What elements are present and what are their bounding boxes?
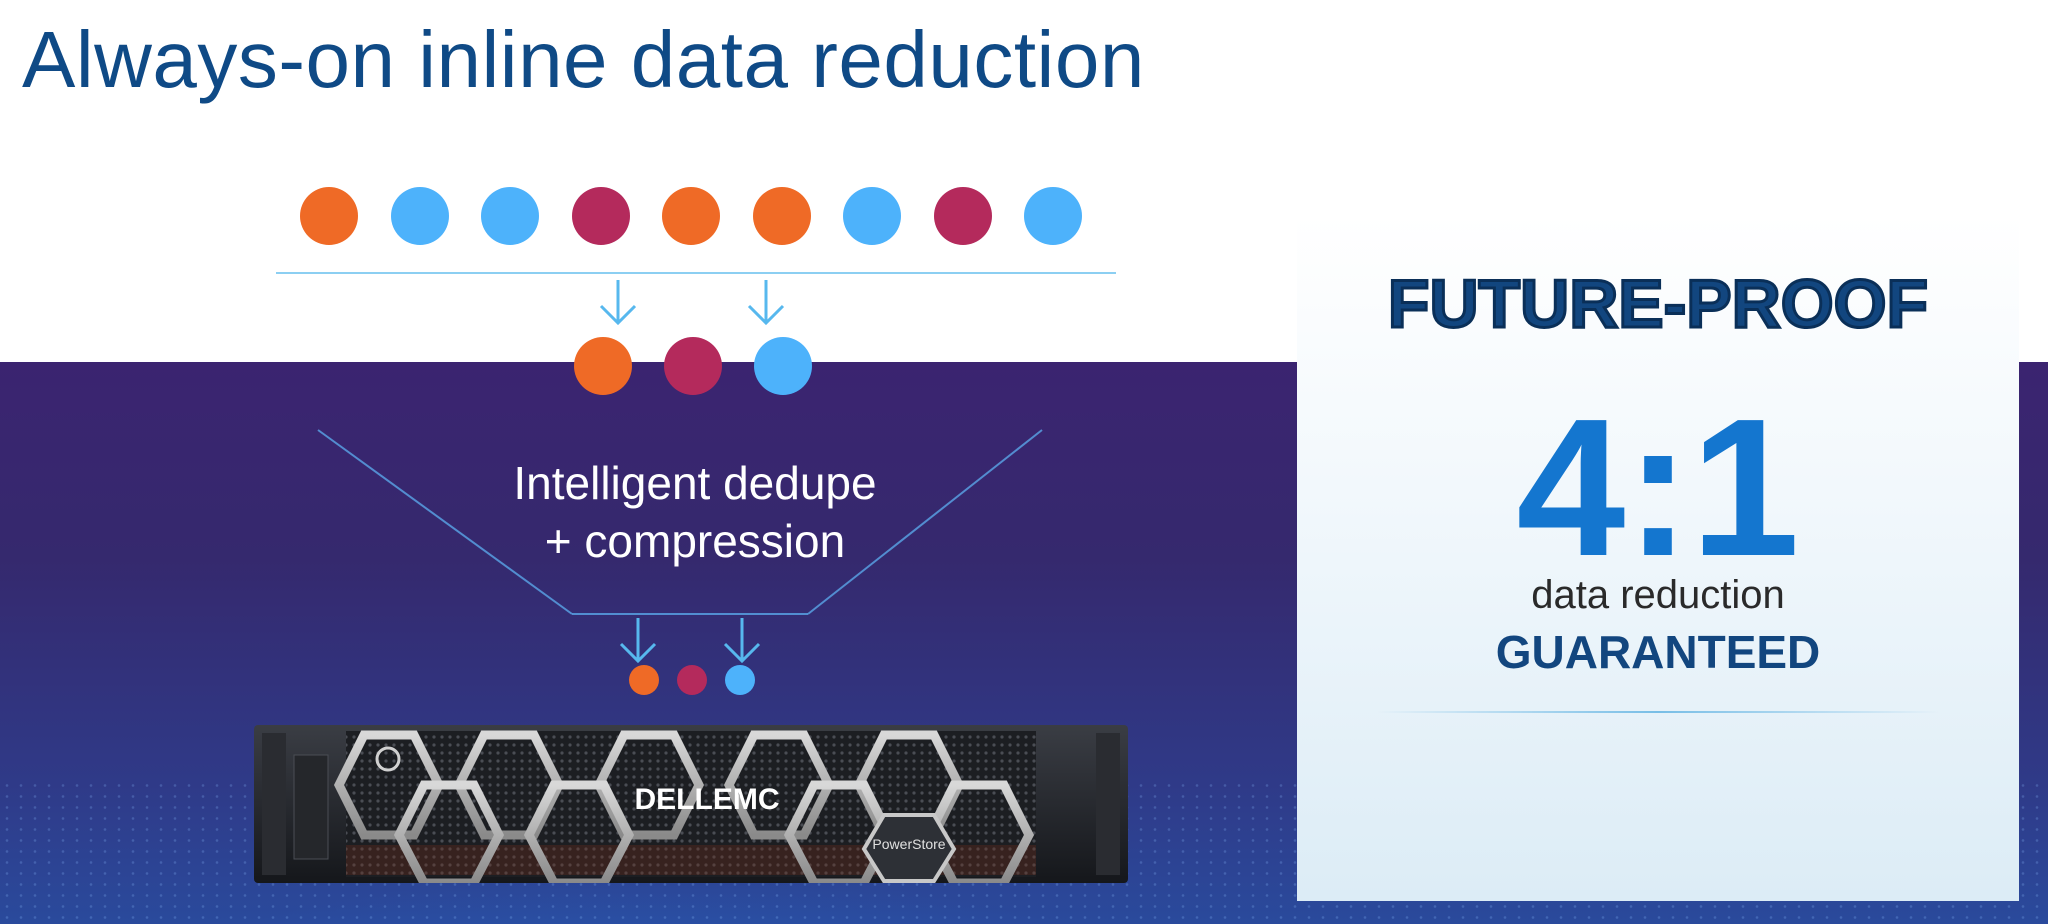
compressed-block-blue [725, 665, 755, 695]
slide-title: Always-on inline data reduction [22, 15, 1145, 104]
powerstore-appliance: DELLEMC PowerStore [254, 725, 1128, 883]
input-block-orange [300, 187, 358, 245]
appliance-brand: DELLEMC [635, 783, 780, 816]
reduction-ratio: 4:1 [1516, 378, 1800, 597]
arrow-down-icon [599, 280, 637, 326]
deduped-block-blue [754, 337, 812, 395]
arrow-down-icon [619, 618, 657, 664]
appliance-model: PowerStore [872, 836, 945, 852]
deduped-block-magenta [664, 337, 722, 395]
guarantee-heading: FUTURE-PROOF [1386, 265, 1929, 344]
arrow-down-icon [747, 280, 785, 326]
compressed-block-magenta [677, 665, 707, 695]
input-block-blue [1024, 187, 1082, 245]
input-block-blue [481, 187, 539, 245]
funnel-label-line1: Intelligent dedupe [513, 457, 877, 509]
input-block-blue [843, 187, 901, 245]
reduction-label: data reduction [1531, 573, 1785, 617]
guarantee-panel: FUTURE-PROOF 4:1 data reduction GUARANTE… [1297, 215, 2019, 901]
arrow-down-icon [723, 618, 761, 664]
deduped-block-orange [574, 337, 632, 395]
input-block-blue [390, 187, 449, 245]
input-block-magenta [571, 187, 630, 245]
guarantee-emphasis: GUARANTEED [1495, 626, 1821, 678]
input-block-magenta [933, 187, 992, 245]
input-block-orange [752, 187, 811, 245]
panel-divider [1377, 711, 1939, 713]
input-stream-line [276, 272, 1116, 274]
input-block-orange [662, 187, 720, 245]
funnel-outline [300, 416, 1060, 615]
compressed-block-orange [629, 665, 659, 695]
funnel-label-line2: + compression [544, 515, 846, 567]
